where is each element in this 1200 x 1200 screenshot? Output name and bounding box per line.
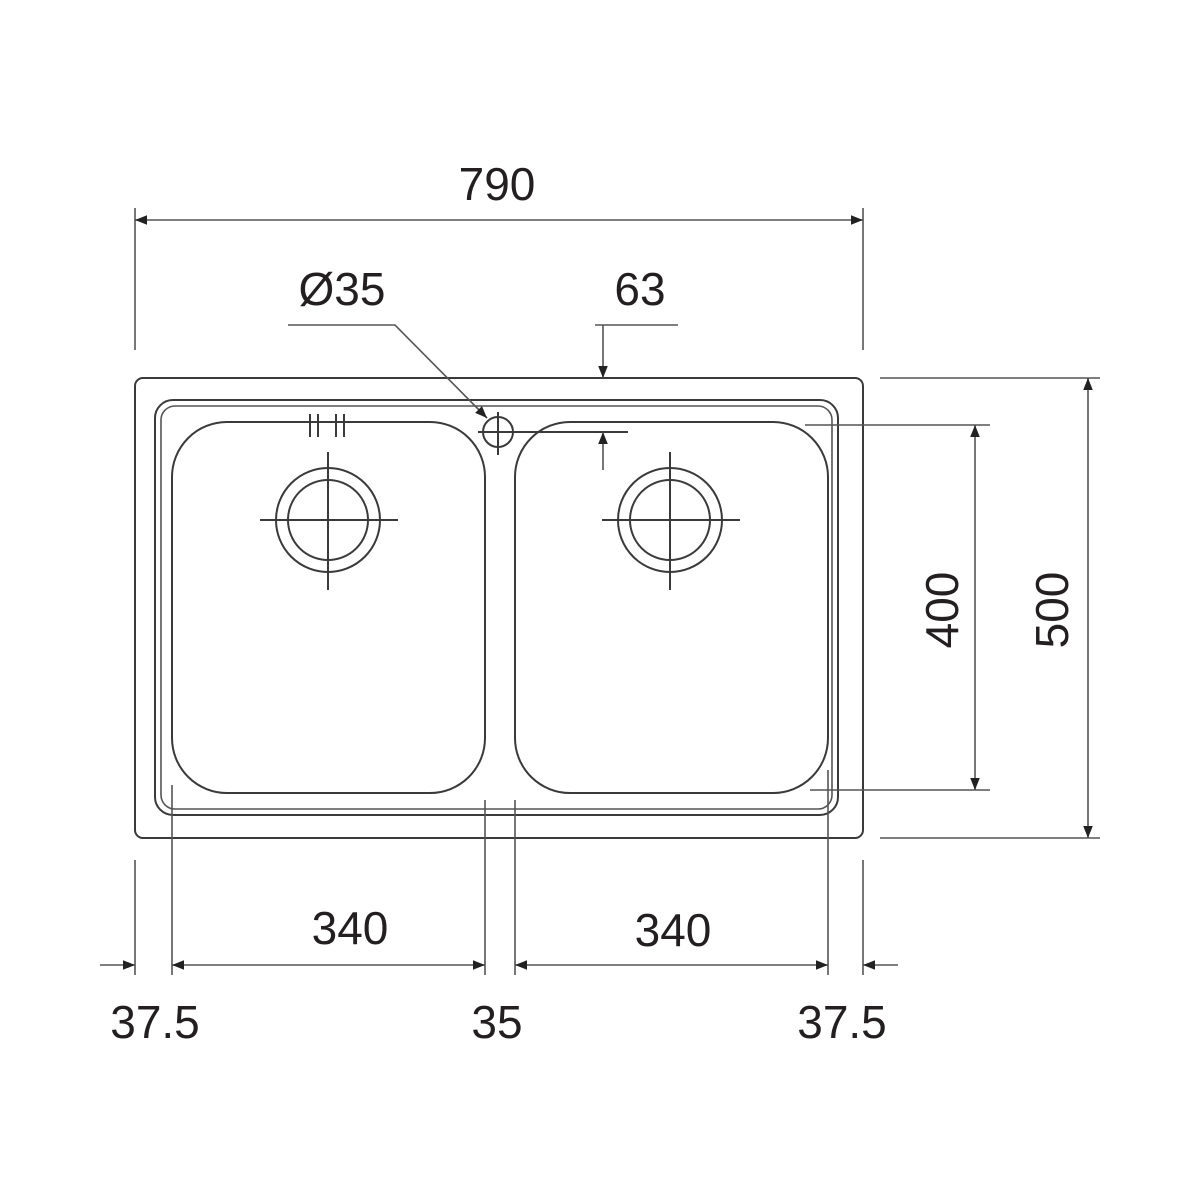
- bowl-depth-label: 400: [916, 572, 968, 649]
- tap-hole: [478, 412, 628, 455]
- sink-outline: [134, 377, 864, 839]
- right-bowl: [514, 421, 829, 794]
- overflow-marks: [309, 414, 345, 437]
- left-drain: [260, 452, 398, 590]
- sink-rim-inner: [160, 405, 833, 810]
- left-bowl: [171, 421, 486, 794]
- left-bowl-width-label: 340: [312, 902, 389, 954]
- overall-depth-label: 500: [1026, 572, 1078, 649]
- tap-hole-label: Ø35: [299, 263, 386, 315]
- left-margin-label: 37.5: [110, 996, 200, 1048]
- center-divider-label: 35: [471, 996, 522, 1048]
- right-bowl-width-label: 340: [635, 904, 712, 956]
- bottom-extension-lines: [134, 770, 864, 975]
- sink-rim-outer: [154, 399, 839, 816]
- tap-offset-label: 63: [614, 263, 665, 315]
- tap-hole-leader: [288, 324, 488, 419]
- right-drain: [602, 452, 740, 590]
- overall-width-label: 790: [459, 158, 536, 210]
- right-margin-label: 37.5: [797, 996, 887, 1048]
